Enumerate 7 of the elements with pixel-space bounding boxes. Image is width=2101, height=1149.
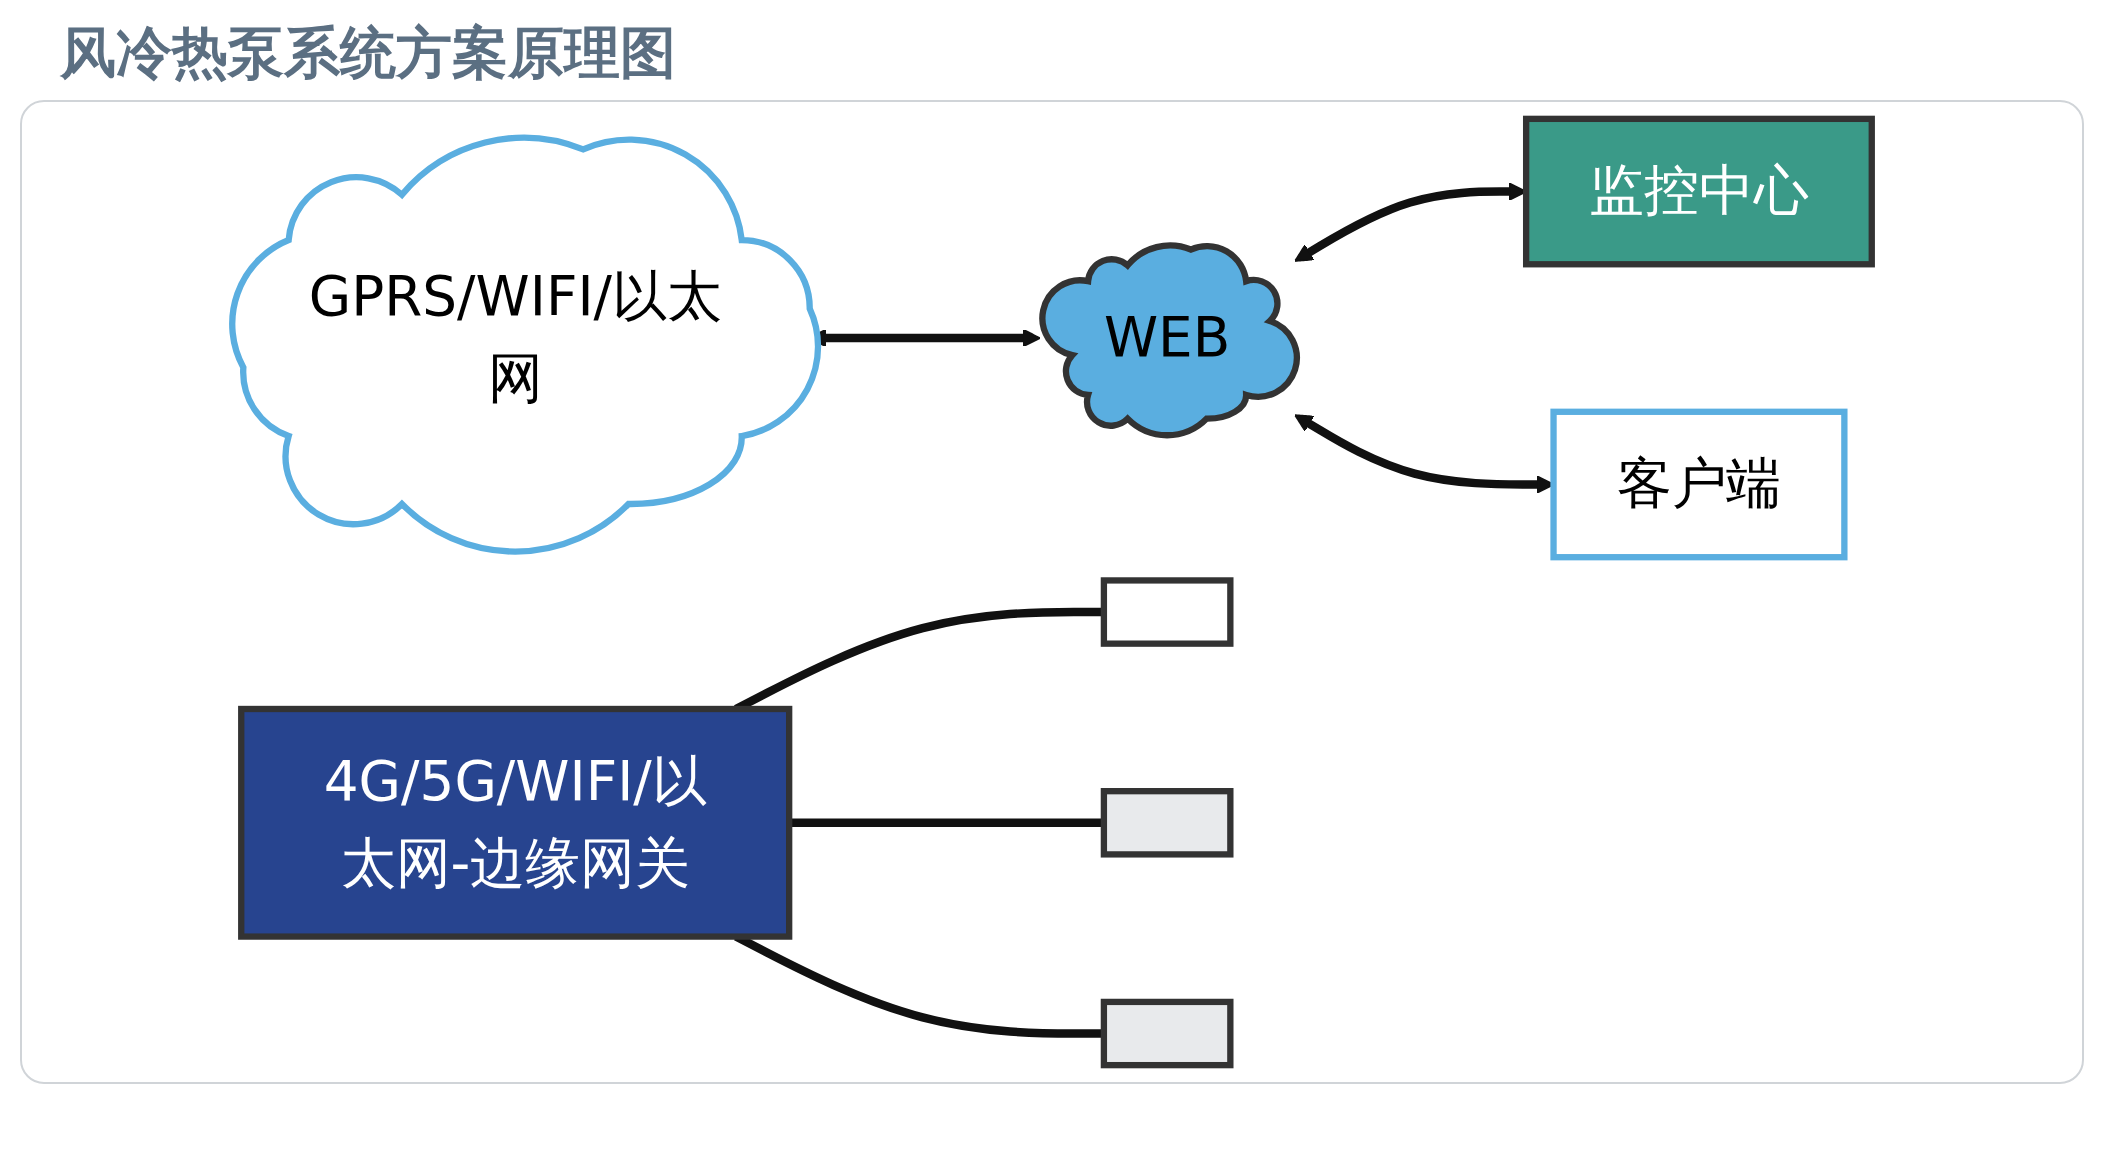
node-box (1100, 998, 1234, 1069)
node-box: 监控中心 (1523, 115, 1875, 268)
node-box: 4G/5G/WIFI/以太网-边缘网关 (238, 705, 793, 940)
node-box (1100, 788, 1234, 858)
node-box (1100, 577, 1234, 647)
node-box: 客户端 (1550, 408, 1848, 561)
diagram-title: 风冷热泵系统方案原理图 (60, 19, 677, 87)
